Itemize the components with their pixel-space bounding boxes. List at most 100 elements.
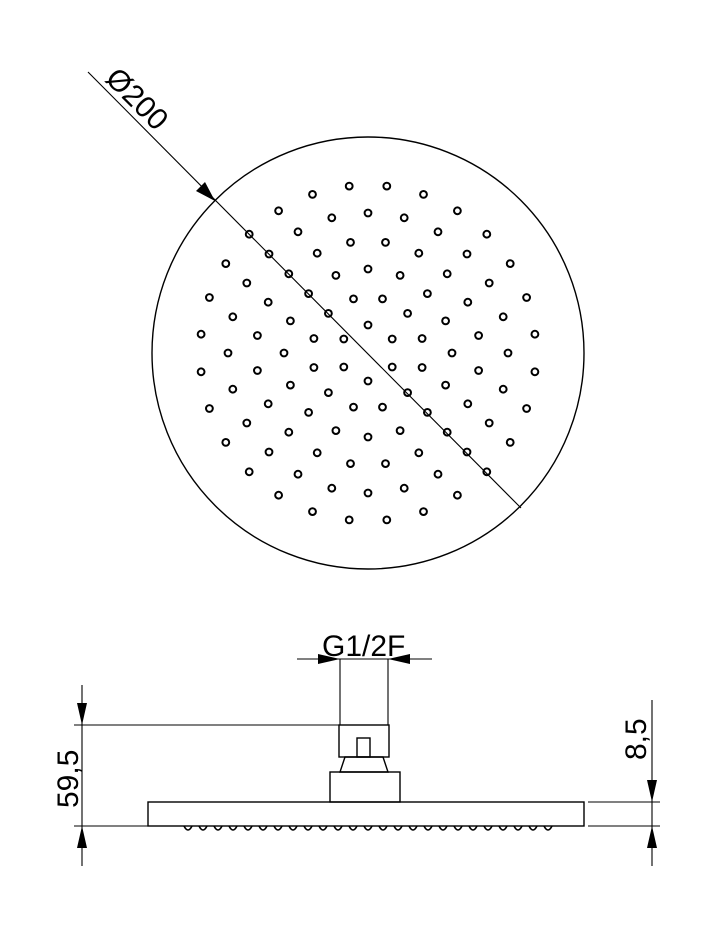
nozzle-hole <box>399 483 409 493</box>
side-nozzle <box>513 825 523 831</box>
side-nozzle <box>258 825 268 831</box>
nozzle-hole <box>279 348 289 358</box>
nozzle-hole <box>522 293 531 302</box>
side-nozzle <box>198 825 208 831</box>
nozzle-hole <box>530 367 540 377</box>
nozzle-hole <box>414 248 424 258</box>
nozzle-hole <box>378 402 387 412</box>
nozzle-hole <box>417 363 427 372</box>
side-nozzle <box>303 825 313 831</box>
nozzle-hole <box>381 459 390 469</box>
nozzle-hole <box>286 380 295 390</box>
side-nozzle <box>348 825 358 831</box>
nozzle-hole <box>484 418 494 428</box>
nozzle-hole <box>312 248 322 258</box>
side-nozzle <box>498 825 508 831</box>
side-nozzle <box>423 825 433 831</box>
side-nozzle <box>468 825 478 831</box>
nozzle-hole <box>284 269 294 279</box>
side-nozzle <box>333 825 343 831</box>
side-nozzle <box>273 825 283 831</box>
nozzle-hole <box>441 316 451 326</box>
thickness-label: 8,5 <box>620 718 653 760</box>
nozzle-hole <box>363 320 373 330</box>
height-arrow-bottom <box>77 826 87 848</box>
nozzle-hole <box>242 418 252 428</box>
nozzle-hole <box>244 467 254 477</box>
nozzle-hole <box>344 515 354 525</box>
nozzle-hole <box>253 331 262 340</box>
nozzle-hole <box>462 447 472 457</box>
nozzle-hole <box>363 208 373 218</box>
nozzle-hole <box>387 334 397 344</box>
side-nozzle-row <box>183 825 553 831</box>
shower-plate <box>147 801 585 827</box>
thickness-arrow-bottom <box>647 826 657 848</box>
nozzle-hole <box>284 427 294 437</box>
side-nozzle <box>318 825 328 831</box>
side-nozzle <box>363 825 373 831</box>
nozzle-hole <box>442 427 452 437</box>
nozzle-hole <box>293 469 303 479</box>
nozzle-hole <box>344 181 354 191</box>
connector-fitting <box>338 724 390 758</box>
nozzle-hole <box>264 249 274 259</box>
nozzle-hole <box>349 294 358 304</box>
nozzle-hole <box>304 289 314 299</box>
nozzle-hole <box>274 206 284 216</box>
shower-head-outline <box>151 136 585 570</box>
nozzle-pattern <box>196 181 540 525</box>
thread-arrow-right <box>388 654 410 664</box>
nozzle-hole <box>309 363 319 372</box>
nozzle-hole <box>462 249 472 259</box>
nozzle-hole <box>463 399 473 409</box>
nozzle-hole <box>433 469 443 479</box>
side-nozzle <box>438 825 448 831</box>
nozzle-hole <box>327 483 337 493</box>
side-nozzle <box>213 825 223 831</box>
nozzle-hole <box>387 362 397 372</box>
nozzle-hole <box>327 213 337 223</box>
side-nozzle <box>453 825 463 831</box>
nozzle-hole <box>505 259 515 269</box>
side-nozzle <box>378 825 388 831</box>
nozzle-hole <box>244 229 254 239</box>
nozzle-hole <box>242 278 252 288</box>
nozzle-hole <box>346 459 355 469</box>
nozzle-hole <box>363 376 373 386</box>
nozzle-hole <box>403 388 413 398</box>
side-nozzle <box>228 825 238 831</box>
nozzle-hole <box>308 190 317 199</box>
nozzle-hole <box>381 238 390 247</box>
nozzle-hole <box>463 297 473 307</box>
nozzle-hole <box>442 269 452 279</box>
nozzle-hole <box>414 448 424 458</box>
nozzle-hole <box>363 264 373 274</box>
nozzle-hole <box>395 271 405 280</box>
nozzle-hole <box>308 507 317 517</box>
nozzle-hole <box>482 467 492 477</box>
nozzle-hole <box>324 388 333 398</box>
nozzle-hole <box>399 213 409 223</box>
thickness-arrow-top <box>647 780 657 802</box>
nozzle-hole <box>522 404 531 413</box>
connector-neck <box>339 756 389 773</box>
height-arrow-top <box>77 703 87 725</box>
nozzle-hole <box>228 384 238 394</box>
side-nozzle <box>288 825 298 831</box>
thread-label: G1/2F <box>322 630 405 663</box>
nozzle-hole <box>221 259 231 269</box>
height-label: 59,5 <box>52 750 85 808</box>
nozzle-hole <box>264 447 274 457</box>
nozzle-hole <box>304 408 314 417</box>
nozzle-hole <box>474 366 484 375</box>
nozzle-hole <box>453 206 462 216</box>
nozzle-hole <box>196 329 206 339</box>
nozzle-hole <box>498 312 508 322</box>
swivel-block <box>329 771 401 803</box>
side-nozzle <box>393 825 403 831</box>
side-nozzle <box>543 825 553 831</box>
side-nozzle <box>183 825 193 831</box>
diameter-arrowhead <box>196 182 215 201</box>
nozzle-hole <box>505 438 515 447</box>
